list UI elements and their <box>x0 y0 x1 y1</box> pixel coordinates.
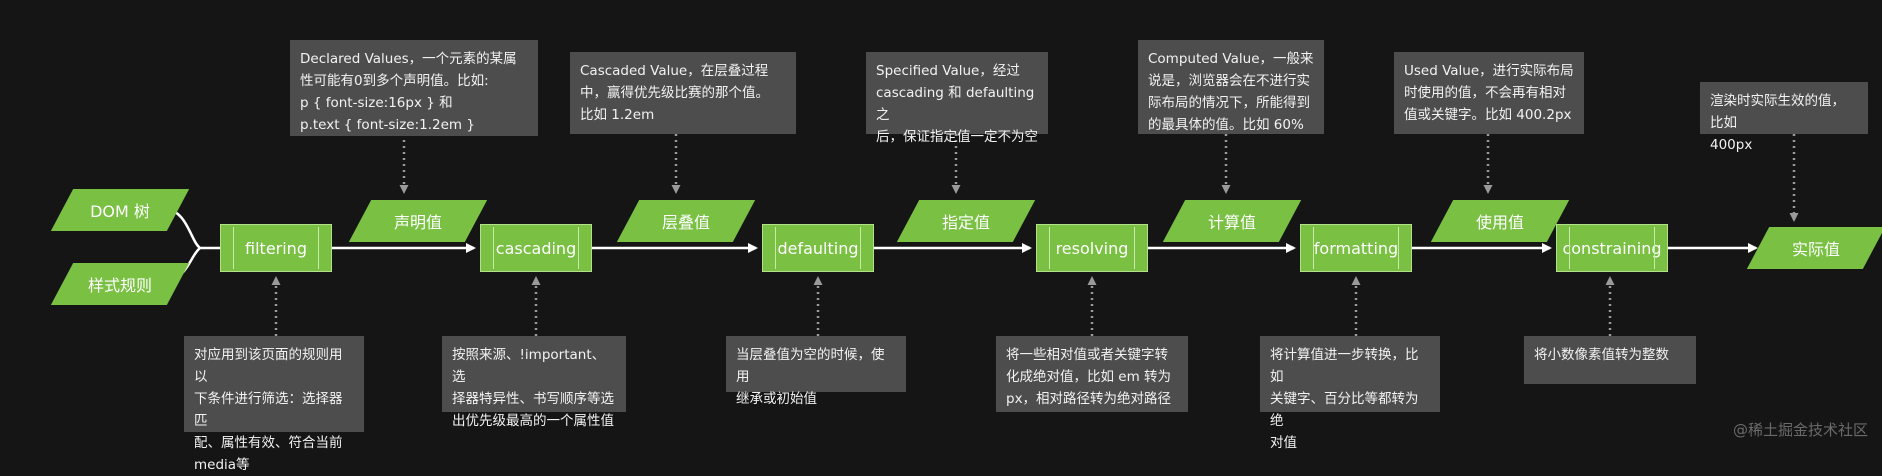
note-declared-values: Declared Values，一个元素的某属 性可能有0到多个声明值。比如: … <box>290 40 538 136</box>
note-constraining: 将小数像素值转为整数 <box>1524 336 1696 384</box>
value-cascaded: 层叠值 <box>628 200 744 242</box>
watermark: @稀土掘金技术社区 <box>1732 421 1868 439</box>
note-filtering: 对应用到该页面的规则用以 下条件进行筛选：选择器匹 配、属性有效、符合当前 me… <box>184 336 364 473</box>
note-resolving: 将一些相对值或者关键字转 化成绝对值，比如 em 转为 px，相对路径转为绝对路… <box>996 336 1188 412</box>
value-used: 使用值 <box>1442 200 1558 242</box>
process-cascading: cascading <box>480 224 592 272</box>
note-actual-value: 渲染时实际生效的值，比如 400px <box>1700 82 1868 153</box>
value-actual: 实际值 <box>1758 227 1874 269</box>
process-defaulting: defaulting <box>762 224 874 272</box>
note-cascaded-value: Cascaded Value，在层叠过程 中，赢得优先级比赛的那个值。 比如 1… <box>570 52 796 134</box>
note-used-value: Used Value，进行实际布局 时使用的值，不会再有相对 值或关键字。比如 … <box>1394 52 1584 134</box>
process-filtering: filtering <box>220 224 332 272</box>
input-dom-tree: DOM 树 <box>62 189 178 231</box>
note-formatting: 将计算值进一步转换，比如 关键字、百分比等都转为绝 对值 <box>1260 336 1440 451</box>
note-specified-value: Specified Value，经过 cascading 和 defaultin… <box>866 52 1048 145</box>
note-computed-value: Computed Value，一般来 说是，浏览器会在不进行实 际布局的情况下，… <box>1138 40 1324 134</box>
process-constraining: constraining <box>1556 224 1668 272</box>
process-resolving: resolving <box>1036 224 1148 272</box>
value-computed: 计算值 <box>1174 200 1290 242</box>
note-defaulting: 当层叠值为空的时候，使用 继承或初始值 <box>726 336 906 407</box>
value-declared: 声明值 <box>360 200 476 242</box>
value-specified: 指定值 <box>908 200 1024 242</box>
note-cascading: 按照来源、!important、选 择器特异性、书写顺序等选 出优先级最高的一个… <box>442 336 626 429</box>
input-style-rules: 样式规则 <box>62 263 178 305</box>
process-formatting: formatting <box>1300 224 1412 272</box>
css-value-pipeline-connectors <box>164 134 1799 336</box>
